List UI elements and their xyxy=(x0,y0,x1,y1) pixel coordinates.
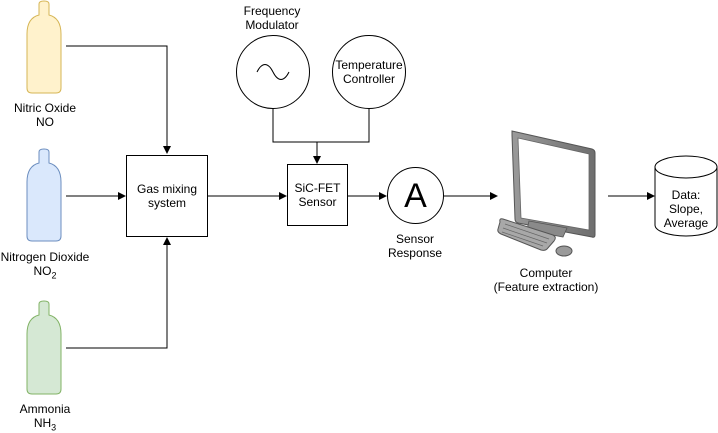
desktop-computer-icon xyxy=(497,130,596,257)
cylinder-name: Nitric Oxide xyxy=(13,101,76,115)
ammeter-symbol: A xyxy=(404,176,427,215)
modulator-label: Frequency Modulator xyxy=(228,4,316,32)
gas-cylinder-icon xyxy=(26,300,62,395)
ammeter-label: Sensor Response xyxy=(375,232,455,260)
cylinder-label-ammonia: Ammonia NH3 xyxy=(0,402,90,433)
computer-line2: (Feature extraction) xyxy=(493,280,599,294)
computer-line1: Computer xyxy=(519,266,573,280)
data-line2: Slope, xyxy=(668,202,704,216)
modulator-line2: Modulator xyxy=(245,18,299,32)
temperature-controller: Temperature Controller xyxy=(332,35,406,109)
connector-nh3-to-mixing xyxy=(66,237,171,349)
cylinder-name: Ammonia xyxy=(19,402,71,416)
gas-mixing-system: Gas mixing system xyxy=(126,155,208,237)
gas-cylinder-icon xyxy=(26,0,62,94)
sic-fet-sensor: SiC-FET Sensor xyxy=(287,164,348,226)
temperature-line1: Temperature xyxy=(335,58,403,72)
connector-modulator-to-sensor xyxy=(272,108,321,164)
data-line1: Data: xyxy=(671,188,701,202)
sensor-line1: SiC-FET xyxy=(294,181,341,195)
gas-cylinder-icon xyxy=(26,148,62,242)
ammeter: A xyxy=(387,167,444,224)
database-cylinder-icon xyxy=(654,155,718,237)
gas-mixing-line2: system xyxy=(147,196,186,210)
data-line3: Average xyxy=(663,216,709,230)
data-store-label: Data: Slope, Average xyxy=(654,188,718,230)
cylinder-formula: NO xyxy=(36,115,54,129)
connector-no-to-mixing xyxy=(66,45,171,154)
cylinder-formula: NO2 xyxy=(33,264,57,281)
modulator-line1: Frequency xyxy=(243,4,301,18)
computer-label: Computer (Feature extraction) xyxy=(478,266,614,294)
temperature-line2: Controller xyxy=(342,72,396,86)
ammeter-line1: Sensor xyxy=(395,232,435,246)
cylinder-formula: NH3 xyxy=(33,416,57,433)
ammeter-line2: Response xyxy=(387,246,443,260)
sensor-line2: Sensor xyxy=(298,195,337,209)
cylinder-label-nitrogen-dioxide: Nitrogen Dioxide NO2 xyxy=(0,250,90,282)
cylinder-label-nitric-oxide: Nitric Oxide NO xyxy=(0,101,90,133)
sine-wave-icon xyxy=(256,64,290,80)
cylinder-name: Nitrogen Dioxide xyxy=(0,250,90,264)
connector-temperature-to-sensor xyxy=(317,108,370,143)
frequency-modulator xyxy=(236,35,310,109)
gas-mixing-line1: Gas mixing xyxy=(136,182,198,196)
